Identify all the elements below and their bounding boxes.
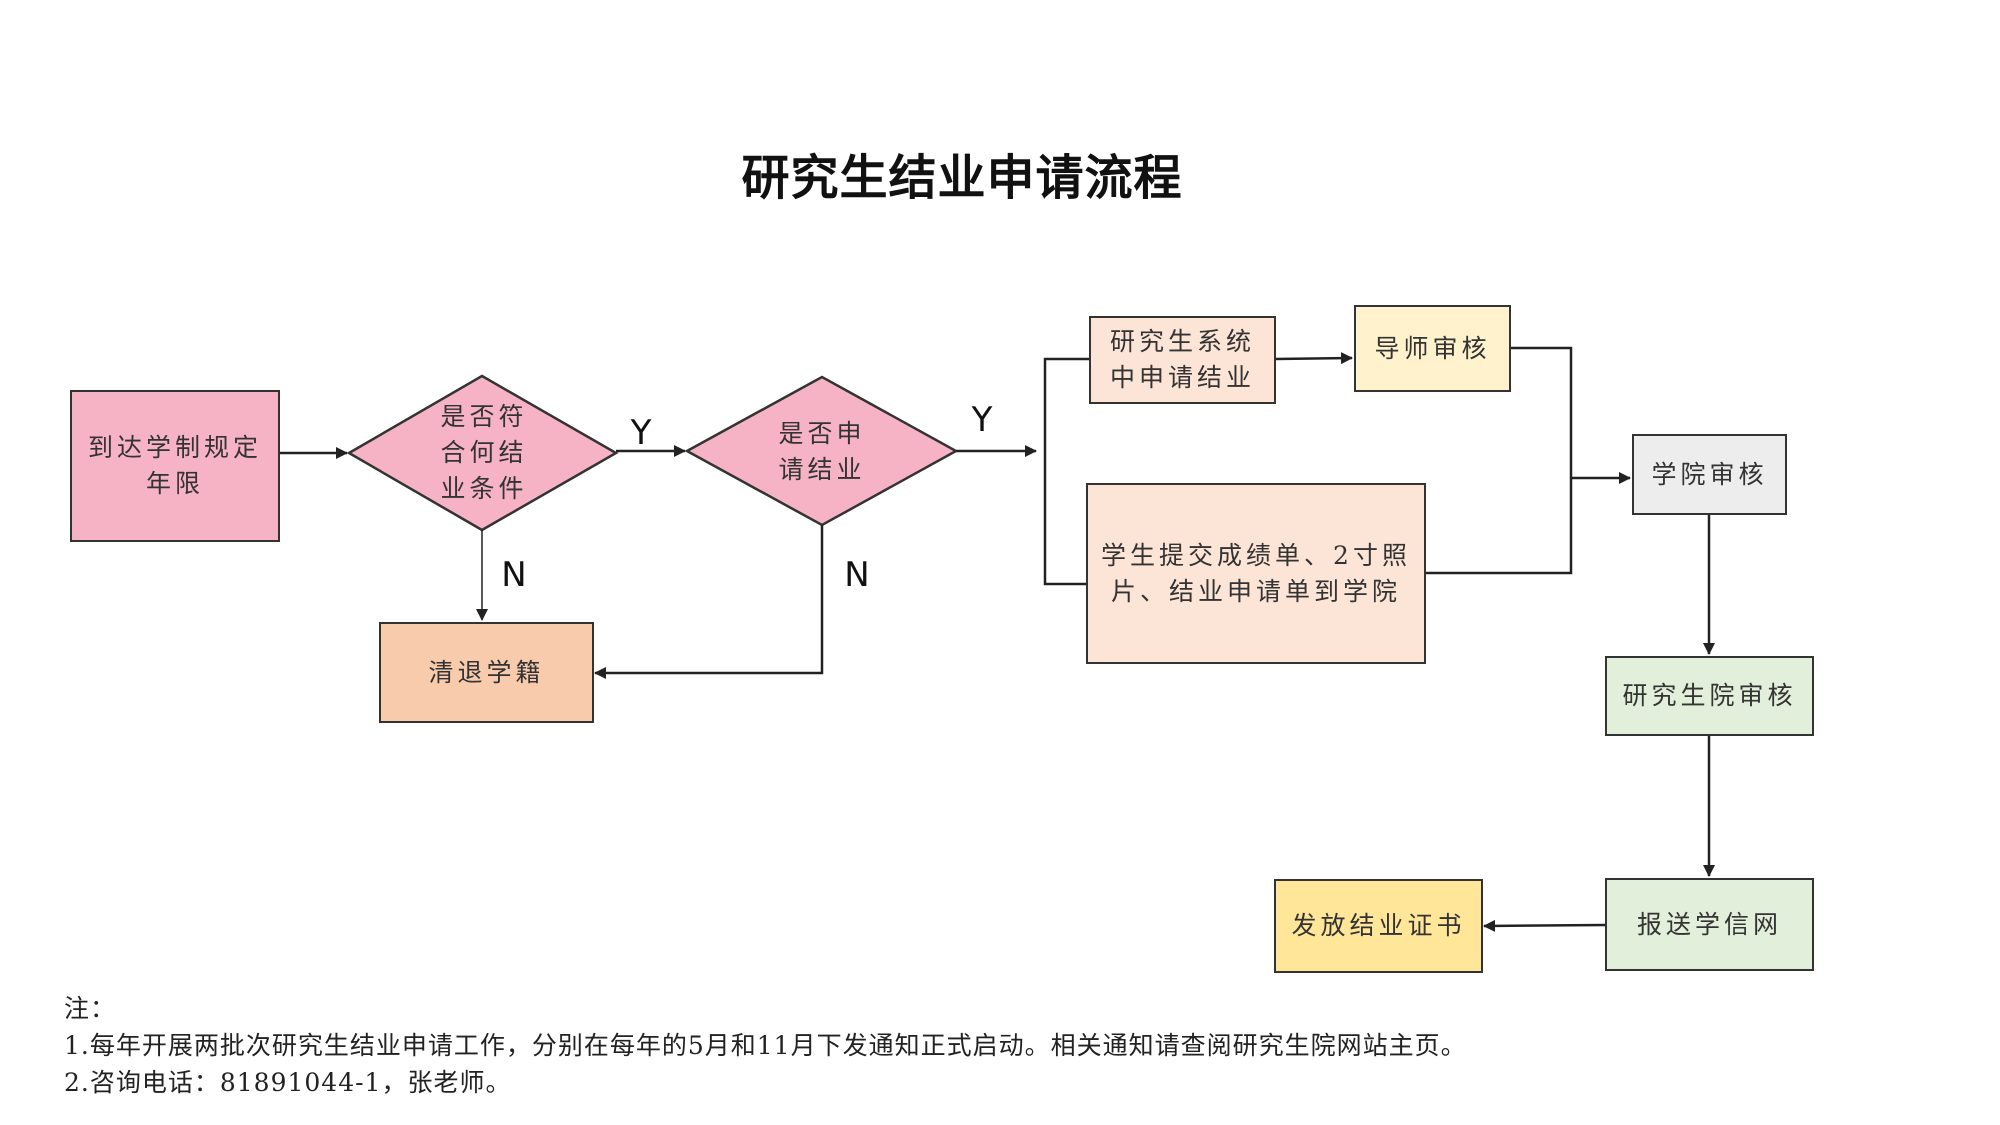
edge-branch-bracket xyxy=(1043,357,1089,586)
decision2-label: 是否申 请结业 xyxy=(778,419,866,484)
label-decision2-yes: Y xyxy=(971,400,993,440)
node-college-review: 学院审核 xyxy=(1632,434,1787,515)
notes-line-2: 2.咨询电话：81891044-1，张老师。 xyxy=(64,1068,512,1097)
label-decision1-yes: Y xyxy=(630,413,652,453)
decision1-label: 是否符 合何结 业条件 xyxy=(440,402,528,503)
decision-diamond-conditions xyxy=(346,374,619,532)
page-title: 研究生结业申请流程 xyxy=(741,150,1183,206)
node-issue-certificate: 发放结业证书 xyxy=(1274,879,1483,973)
edge-report-to-certificate xyxy=(1483,919,1606,932)
edge-advisor-merge xyxy=(1425,346,1573,575)
node-grad-school-review: 研究生院审核 xyxy=(1605,656,1814,736)
label-decision2-no: N xyxy=(844,555,870,595)
edge-decision2-no xyxy=(594,525,824,679)
notes-heading: 注： xyxy=(64,994,117,1023)
node-withdraw: 清退学籍 xyxy=(379,622,594,723)
notes-section: 注： 1.每年开展两批次研究生结业申请工作，分别在每年的5月和11月下发通知正式… xyxy=(64,990,1467,1101)
notes-line-1: 1.每年开展两批次研究生结业申请工作，分别在每年的5月和11月下发通知正式启动。… xyxy=(64,1031,1467,1060)
node-start: 到达学制规定 年限 xyxy=(70,390,280,542)
label-decision1-no: N xyxy=(501,555,527,595)
node-report-chsi: 报送学信网 xyxy=(1605,878,1814,971)
edge-online-to-advisor xyxy=(1274,352,1353,365)
node-online-apply: 研究生系统 中申请结业 xyxy=(1089,316,1276,404)
node-submit-docs: 学生提交成绩单、2寸照 片、结业申请单到学院 xyxy=(1086,483,1426,664)
node-advisor-review: 导师审核 xyxy=(1354,305,1511,392)
